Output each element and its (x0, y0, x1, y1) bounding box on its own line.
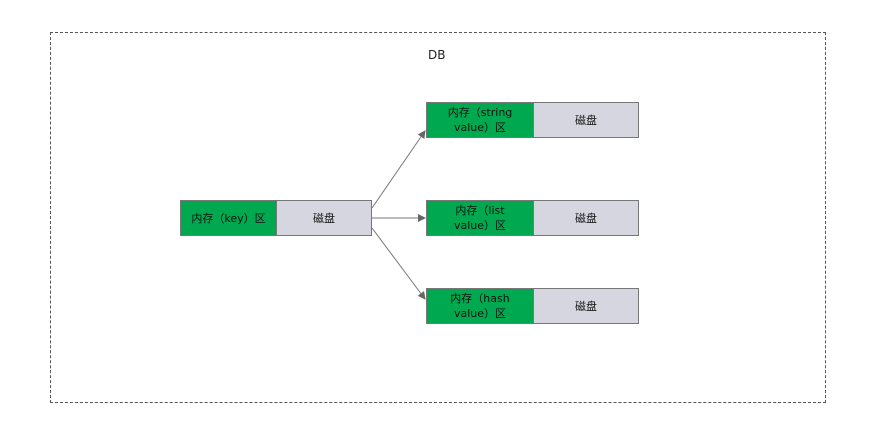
hash-disk-area: 磁盘 (534, 288, 639, 324)
list-memory-area: 内存（list value）区 (426, 200, 534, 236)
key-memory-label: 内存（key）区 (191, 211, 266, 225)
db-title: DB (428, 48, 446, 62)
key-memory-area: 内存（key）区 (180, 200, 277, 236)
string-disk-area: 磁盘 (534, 102, 639, 138)
list-disk-area: 磁盘 (534, 200, 639, 236)
key-disk-area: 磁盘 (277, 200, 372, 236)
string-value-block: 内存（string value）区 磁盘 (426, 102, 639, 138)
key-disk-label: 磁盘 (313, 211, 335, 225)
string-memory-area: 内存（string value）区 (426, 102, 534, 138)
hash-value-block: 内存（hash value）区 磁盘 (426, 288, 639, 324)
hash-disk-label: 磁盘 (575, 299, 597, 313)
hash-memory-label: 内存（hash value）区 (450, 292, 510, 320)
list-value-block: 内存（list value）区 磁盘 (426, 200, 639, 236)
string-disk-label: 磁盘 (575, 113, 597, 127)
hash-memory-area: 内存（hash value）区 (426, 288, 534, 324)
string-memory-label: 内存（string value）区 (447, 106, 513, 134)
db-container (50, 32, 826, 403)
list-memory-label: 内存（list value）区 (453, 204, 507, 232)
key-block: 内存（key）区 磁盘 (180, 200, 372, 236)
list-disk-label: 磁盘 (575, 211, 597, 225)
